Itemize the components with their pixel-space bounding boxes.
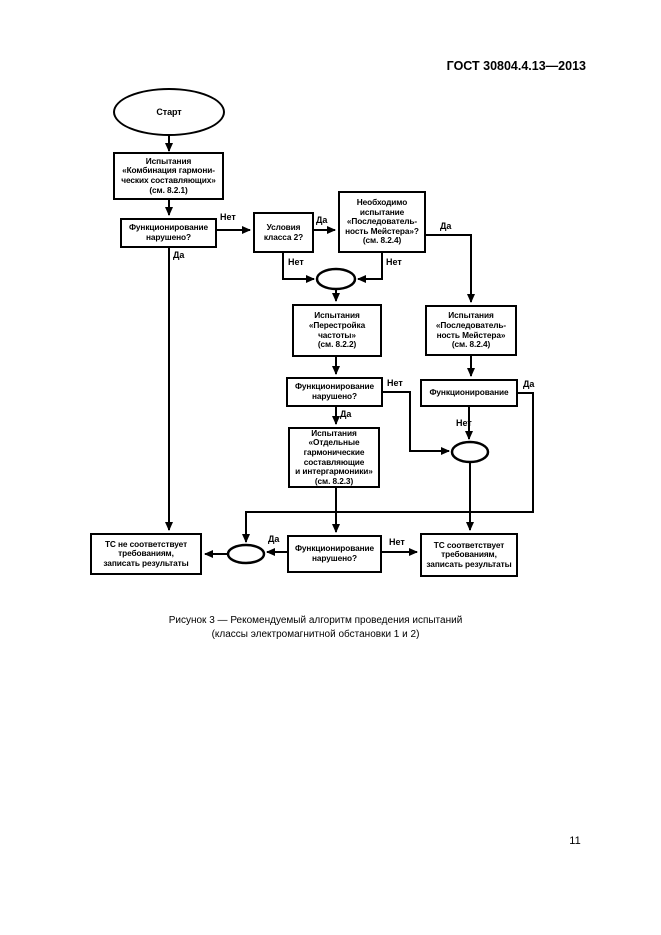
edge-meisterneeded-no-to-junction1 xyxy=(357,253,383,283)
test-combination-box: Испытания «Комбинация гармони- ческих со… xyxy=(113,152,224,200)
junction2-connector xyxy=(450,440,490,464)
class2-question-box: Условия класса 2? xyxy=(253,212,314,253)
label-yes-funccheck3: Да xyxy=(268,534,280,544)
edge-meisterneeded-yes-to-testmeister xyxy=(426,234,475,303)
label-yes-funccheckright: Да xyxy=(523,379,535,389)
edge-funccheckright-yes-to-junction3 xyxy=(242,392,534,543)
function-check-1-box: Функционирование нарушено? xyxy=(120,218,217,248)
label-no-funccheck2: Нет xyxy=(387,378,403,388)
test-frequency-box: Испытания «Перестройка частоты» (см. 8.2… xyxy=(292,304,382,357)
label-yes-class2: Да xyxy=(316,215,328,225)
document-header: ГОСТ 30804.4.13—2013 xyxy=(446,59,586,73)
label-no-funccheck3: Нет xyxy=(389,537,405,547)
label-no-class2: Нет xyxy=(288,257,304,267)
function-check-right-box: Функционирование xyxy=(420,379,518,407)
label-no-meisterneeded: Нет xyxy=(386,257,402,267)
page-number: 11 xyxy=(569,835,581,847)
figure-caption: Рисунок 3 — Рекомендуемый алгоритм прове… xyxy=(0,614,631,641)
meister-needed-box: Необходимо испытание «Последователь- нос… xyxy=(338,191,426,253)
tc-fail-box: ТС не соответствует требованиям, записат… xyxy=(90,533,202,575)
label-yes-funccheck1: Да xyxy=(173,250,185,260)
test-meister-box: Испытания «Последователь- ность Мейстера… xyxy=(425,305,517,356)
junction3-connector xyxy=(226,543,266,565)
test-individual-harmonics-box: Испытания «Отдельные гармонические соста… xyxy=(288,427,380,488)
label-no-funccheckright: Нет xyxy=(456,418,472,428)
tc-pass-box: ТС соответствует требованиям, записать р… xyxy=(420,533,518,577)
label-no-funccheck1: Нет xyxy=(220,212,236,222)
label-yes-meisterneeded: Да xyxy=(440,221,452,231)
label-yes-funccheck2: Да xyxy=(340,409,352,419)
edge-class2-no-to-junction1 xyxy=(282,253,315,283)
function-check-3-box: Функционирование нарушено? xyxy=(287,535,382,573)
figure-caption-line2: (классы электромагнитной обстановки 1 и … xyxy=(211,628,420,640)
start-terminal: Старт xyxy=(113,88,225,136)
edge-funccheck2-no-to-junction2 xyxy=(383,391,450,455)
function-check-2-box: Функционирование нарушено? xyxy=(286,377,383,407)
figure-caption-line1: Рисунок 3 — Рекомендуемый алгоритм прове… xyxy=(168,615,463,626)
junction1-connector xyxy=(315,267,357,291)
